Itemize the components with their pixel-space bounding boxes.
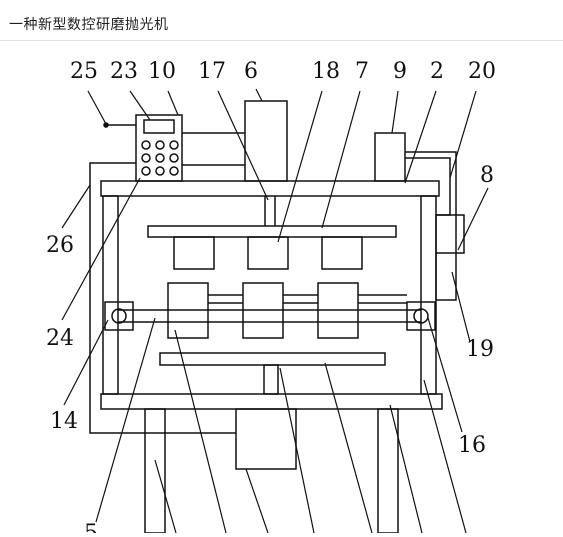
upper-heads <box>173 236 363 270</box>
right-wire <box>405 151 457 301</box>
top-motor <box>244 100 288 182</box>
legs <box>144 408 399 534</box>
label-24: 24 <box>46 326 74 351</box>
label-23: 23 <box>110 59 138 84</box>
bottom-motor <box>235 408 297 470</box>
page-title: 一种新型数控研磨抛光机 <box>9 17 169 33</box>
label-19: 19 <box>466 337 494 362</box>
number-labels: 25 23 10 17 6 18 7 9 2 20 8 26 24 14 19 … <box>46 59 496 537</box>
label-18: 18 <box>312 59 340 84</box>
divider <box>0 40 563 41</box>
page-header: 一种新型数控研磨抛光机 <box>0 0 563 41</box>
label-26: 26 <box>46 233 74 258</box>
middle-heads <box>167 282 407 339</box>
antenna <box>103 122 136 128</box>
patent-diagram: 25 23 10 17 6 18 7 9 2 20 8 26 24 14 19 … <box>0 41 563 537</box>
top-box <box>374 132 406 182</box>
label-6: 6 <box>244 59 258 84</box>
outer-wire <box>89 162 236 434</box>
label-9: 9 <box>393 59 407 84</box>
lower-table <box>159 352 386 366</box>
machine-drawing: 25 23 10 17 6 18 7 9 2 20 8 26 24 14 19 … <box>46 59 496 537</box>
upper-rail <box>147 225 397 238</box>
top-plate <box>100 180 440 197</box>
label-2: 2 <box>430 59 444 84</box>
label-5: 5 <box>84 521 98 533</box>
leader-lines <box>61 88 489 534</box>
label-17: 17 <box>198 59 226 84</box>
controller <box>135 114 183 182</box>
middle-shaft <box>104 301 436 331</box>
label-16: 16 <box>458 433 486 458</box>
label-10: 10 <box>148 59 176 84</box>
label-14: 14 <box>50 409 78 434</box>
label-20: 20 <box>468 59 496 84</box>
label-25: 25 <box>70 59 98 84</box>
side-motor <box>435 214 465 254</box>
label-7: 7 <box>355 59 369 84</box>
label-8: 8 <box>480 163 494 188</box>
